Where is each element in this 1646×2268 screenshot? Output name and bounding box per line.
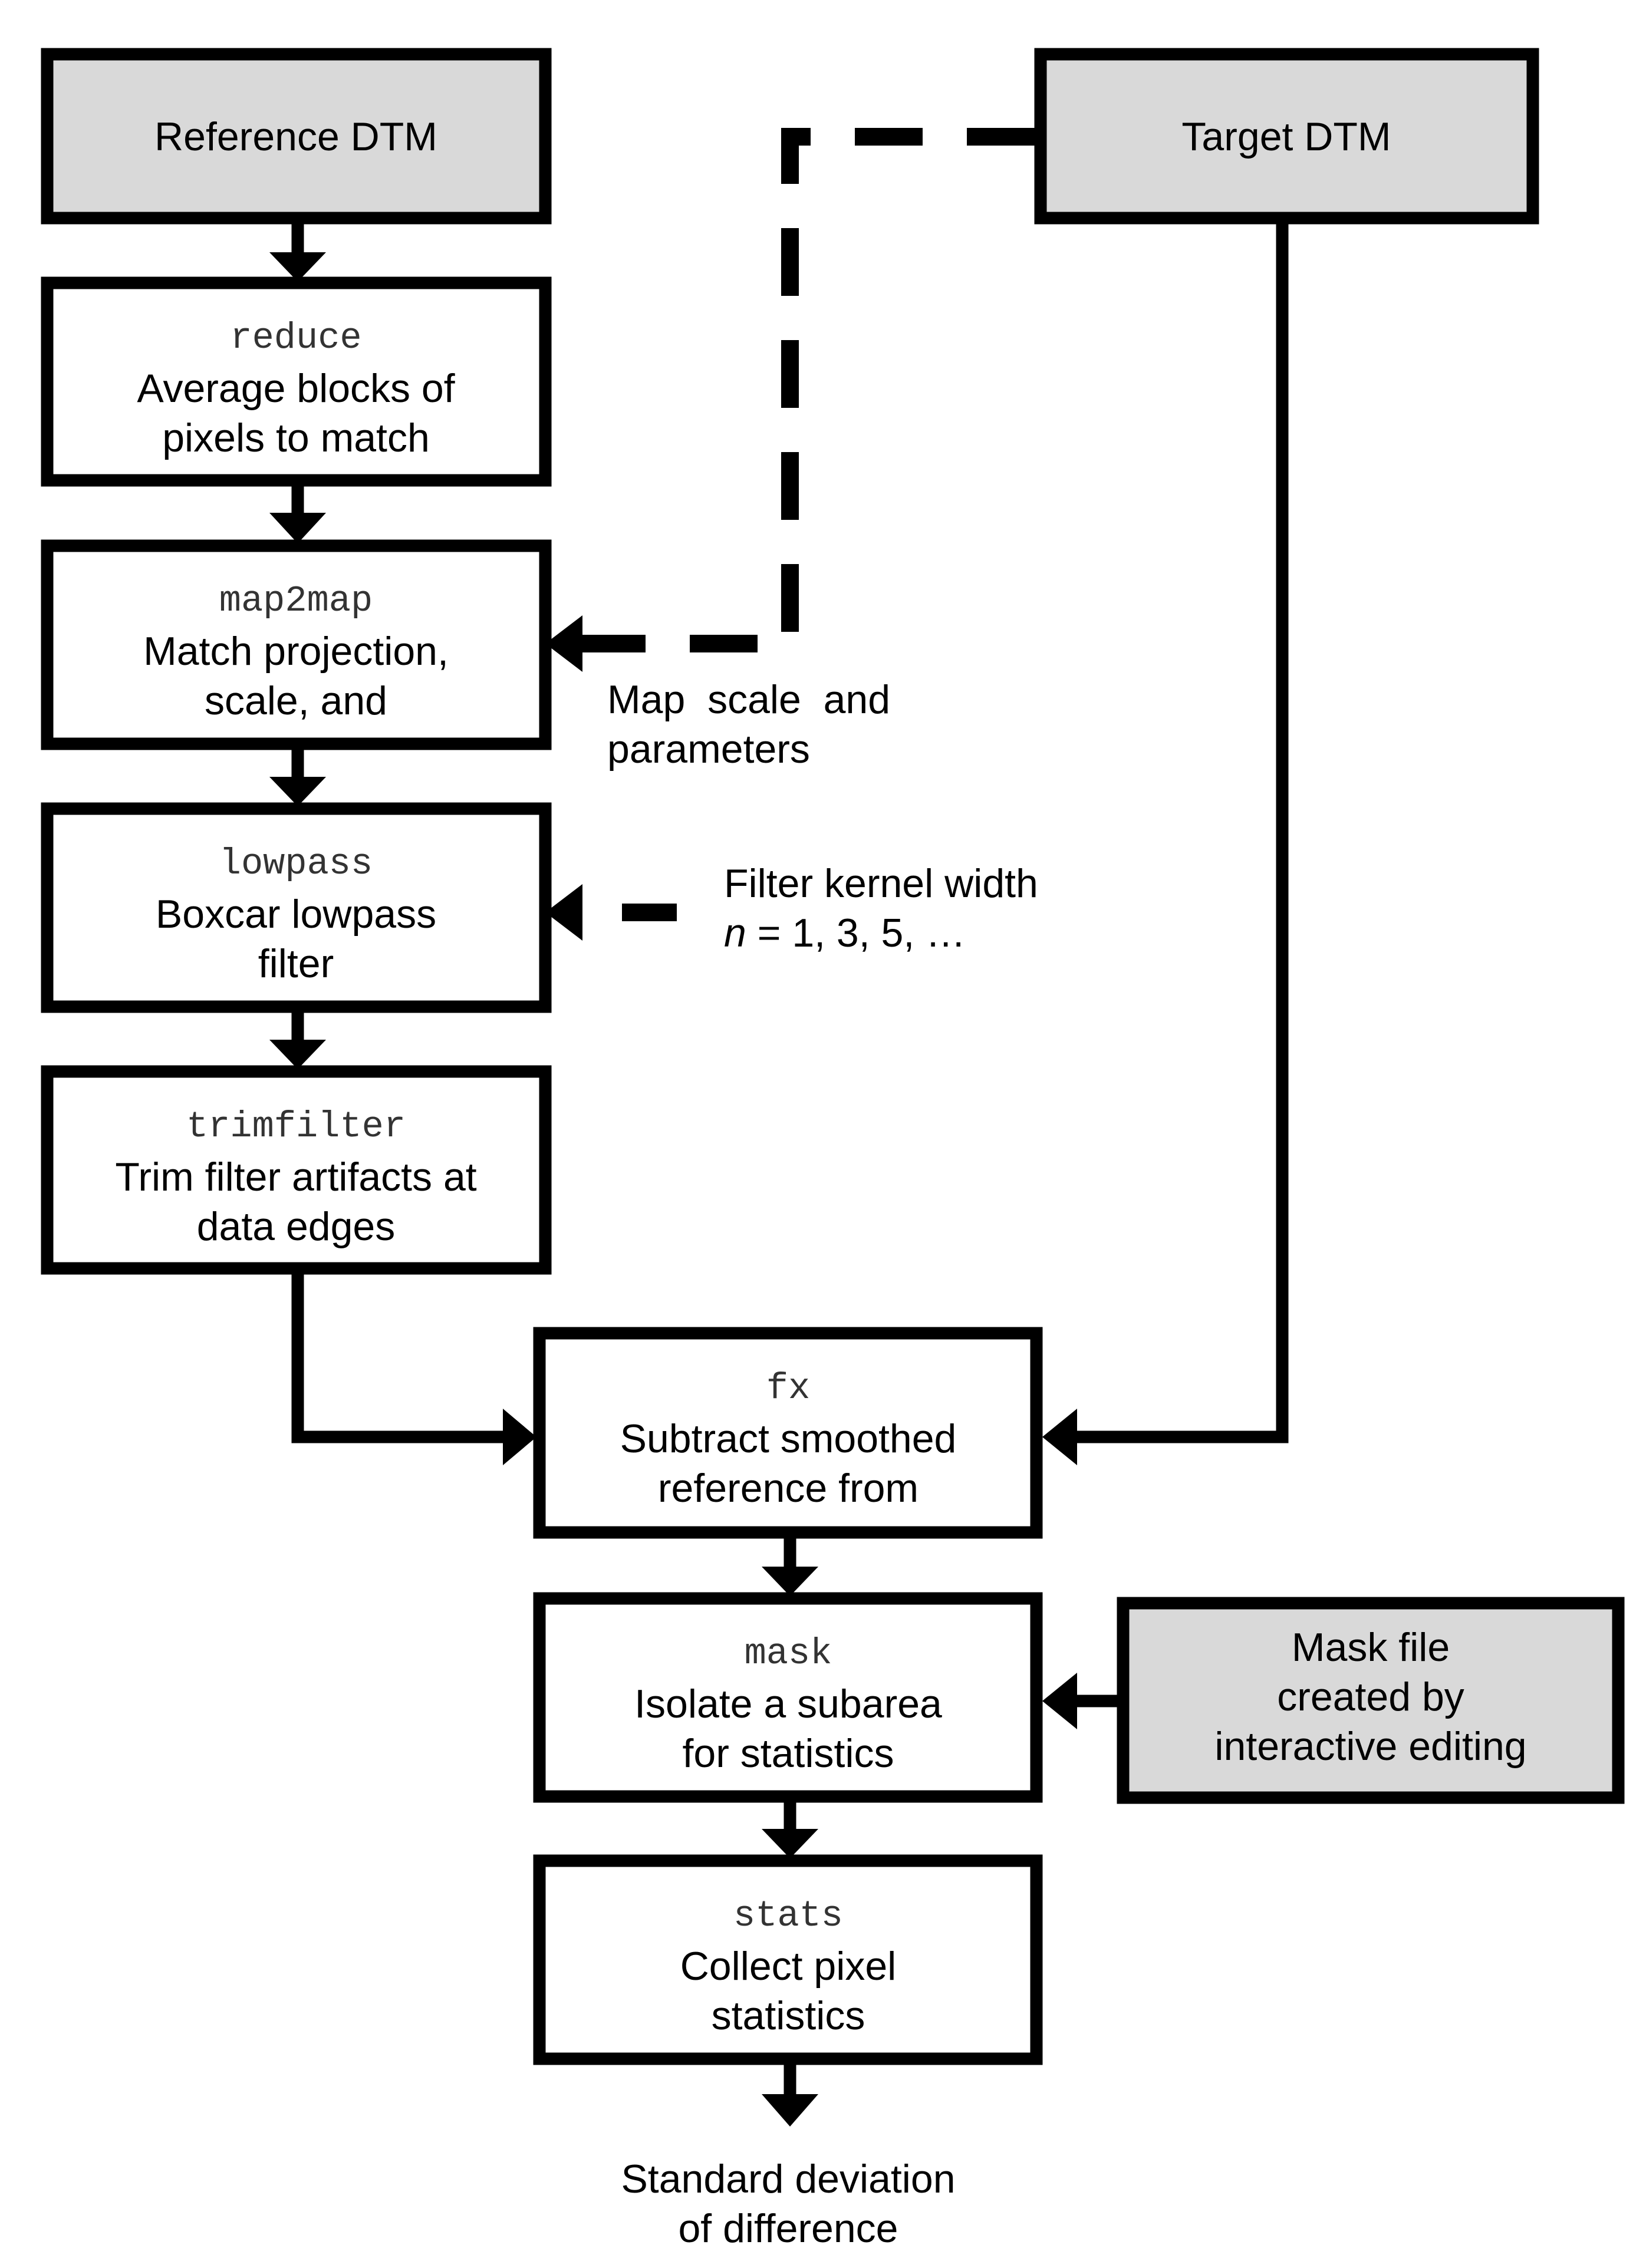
mask-file-box: Mask file created by interactive editing [1117, 1597, 1625, 1804]
connector-maskfile-to-mask [1042, 1673, 1117, 1729]
map-parameters-line-2: parameters [607, 727, 810, 772]
filter-kernel-line-1: Filter kernel width [724, 861, 1038, 906]
connector-map2map-to-lowpass [269, 744, 326, 806]
stats-desc-line-2: statistics [712, 1993, 865, 2038]
output-line-1: Standard deviation [621, 2157, 955, 2201]
fx-desc-line-2: reference from [658, 1466, 919, 1511]
mask-desc-line-2: for statistics [683, 1731, 894, 1776]
trimfilter-desc-line-1: Trim filter artifacts at [115, 1155, 476, 1199]
fx-command: fx [766, 1367, 810, 1409]
target-dtm-box: Target DTM [1034, 48, 1539, 225]
reduce-desc-line-1: Average blocks of [137, 366, 455, 411]
trimfilter-desc-line-2: data edges [197, 1204, 396, 1249]
trimfilter-box: trimfilter Trim filter artifacts at data… [41, 1065, 552, 1275]
dashed-connector-target-to-map2map [545, 128, 1035, 672]
reference-dtm-box: Reference DTM [41, 48, 552, 225]
connector-fx-to-mask [762, 1532, 818, 1596]
map-parameters-line-1: Map scale and [607, 677, 890, 722]
reduce-command: reduce [230, 317, 361, 359]
lowpass-desc-line-2: filter [258, 941, 334, 986]
lowpass-box: lowpass Boxcar lowpass filter [41, 802, 552, 1013]
dashed-connector-kernel-to-lowpass [545, 884, 677, 941]
kernel-n-variable: n [724, 911, 746, 955]
kernel-n-values: = 1, 3, 5, … [746, 911, 966, 955]
map2map-command: map2map [219, 580, 373, 622]
stats-box: stats Collect pixel statistics [533, 1854, 1043, 2065]
output-line-2: of difference [678, 2206, 898, 2251]
map2map-desc-line-1: Match projection, [143, 629, 449, 674]
connector-trimfilter-to-fx [291, 1268, 536, 1465]
stats-desc-line-1: Collect pixel [680, 1944, 897, 1989]
filter-kernel-line-2: n = 1, 3, 5, … [724, 911, 966, 955]
mask-box: mask Isolate a subarea for statistics [533, 1592, 1043, 1803]
reference-dtm-label: Reference DTM [154, 114, 437, 159]
trimfilter-command: trimfilter [186, 1106, 406, 1148]
mask-file-line-3: interactive editing [1214, 1724, 1526, 1769]
mask-file-line-2: created by [1277, 1674, 1464, 1719]
mask-file-line-1: Mask file [1292, 1625, 1450, 1670]
map2map-desc-line-2: scale, and [205, 678, 387, 723]
connector-reduce-to-map2map [269, 480, 326, 543]
reduce-desc-line-2: pixels to match [162, 416, 430, 460]
filter-kernel-annotation: Filter kernel width n = 1, 3, 5, … [724, 861, 1038, 955]
map2map-box: map2map Match projection, scale, and [41, 539, 552, 750]
connector-lowpass-to-trimfilter [269, 1007, 326, 1069]
stats-command: stats [733, 1895, 843, 1937]
reduce-box: reduce Average blocks of pixels to match [41, 276, 552, 487]
target-dtm-label: Target DTM [1181, 114, 1391, 159]
lowpass-command: lowpass [219, 843, 373, 885]
lowpass-desc-line-1: Boxcar lowpass [156, 892, 436, 937]
connector-target-to-fx [1042, 218, 1289, 1465]
map-parameters-annotation: Map scale and parameters [607, 677, 890, 772]
connector-stats-to-output [762, 2059, 818, 2127]
fx-box: fx Subtract smoothed reference from [533, 1327, 1043, 1539]
connector-mask-to-stats [762, 1796, 818, 1858]
output-label: Standard deviation of difference [621, 2157, 955, 2251]
fx-desc-line-1: Subtract smoothed [620, 1416, 957, 1461]
connector-reference-to-reduce [269, 218, 326, 282]
mask-desc-line-1: Isolate a subarea [634, 1682, 942, 1726]
mask-command: mask [745, 1633, 832, 1674]
